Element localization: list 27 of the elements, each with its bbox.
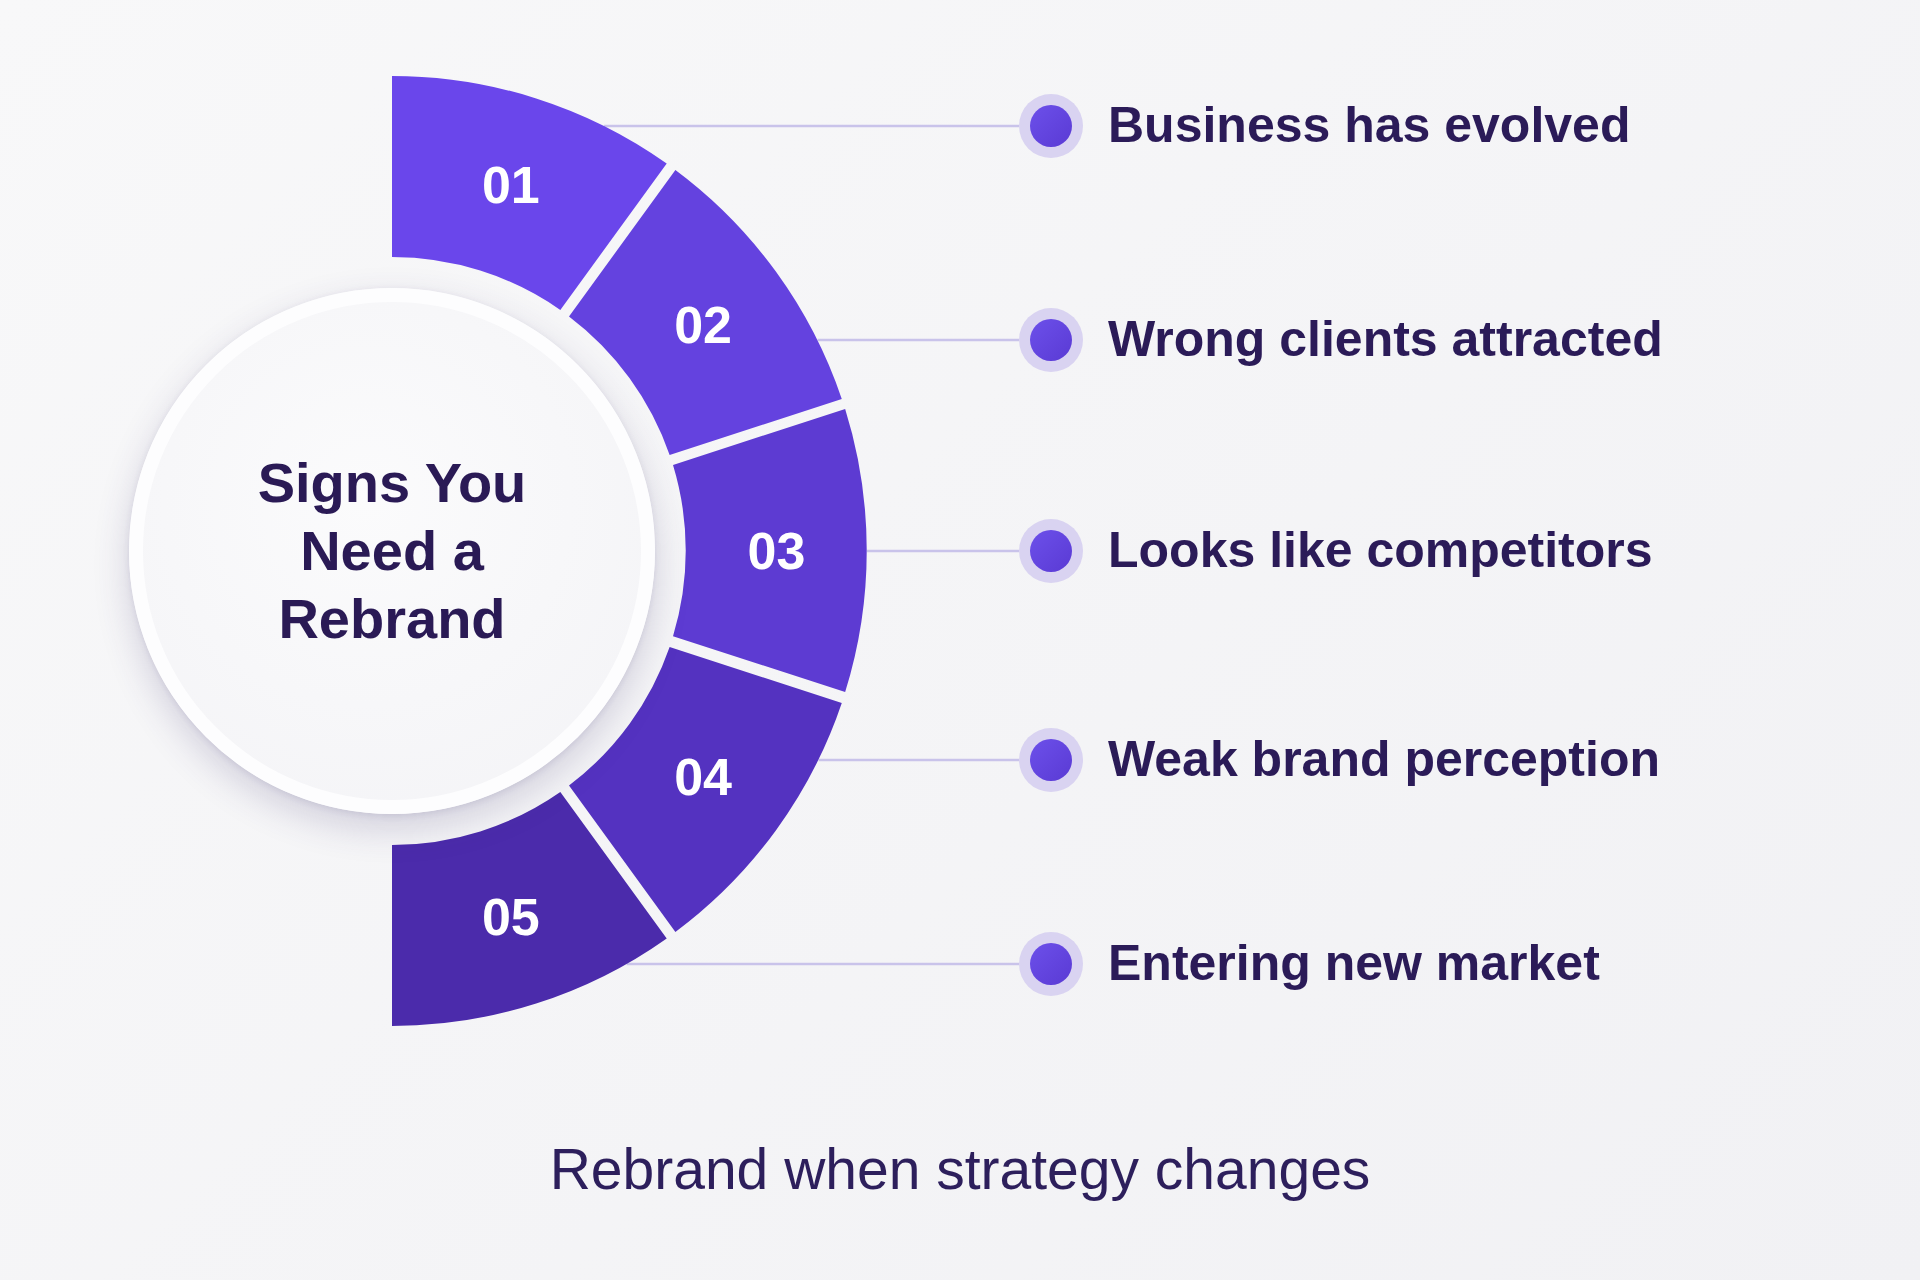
leader-line <box>818 758 1019 762</box>
step-number: 01 <box>481 159 540 212</box>
sign-text: Business has evolved <box>1108 97 1631 155</box>
ring-segment <box>673 409 867 693</box>
ring-segment <box>569 169 842 455</box>
dot-icon <box>1019 308 1083 372</box>
ring-segment <box>392 792 667 1026</box>
leader-line <box>604 124 1019 128</box>
dot-icon <box>1019 728 1083 792</box>
ring-segment <box>569 647 842 932</box>
step-number: 03 <box>747 525 806 577</box>
dot-icon <box>1019 519 1083 583</box>
heading-text: Signs You Need a Rebrand <box>256 450 528 652</box>
dot-icon <box>1019 932 1083 996</box>
leader-line <box>867 549 1019 553</box>
sign-text: Looks like competitors <box>1108 522 1653 580</box>
step-number: 04 <box>674 751 732 803</box>
sign-text: Entering new market <box>1108 935 1600 993</box>
leader-line <box>626 962 1019 966</box>
dot-icon <box>1019 94 1083 158</box>
leader-line <box>817 338 1019 342</box>
sign-text: Wrong clients attracted <box>1108 311 1663 369</box>
step-number: 05 <box>481 890 540 943</box>
ring-segment <box>392 76 667 310</box>
step-number: 02 <box>674 299 732 351</box>
sign-text: Weak brand perception <box>1108 731 1660 789</box>
caption-text: Rebrand when strategy changes <box>549 1137 1371 1201</box>
